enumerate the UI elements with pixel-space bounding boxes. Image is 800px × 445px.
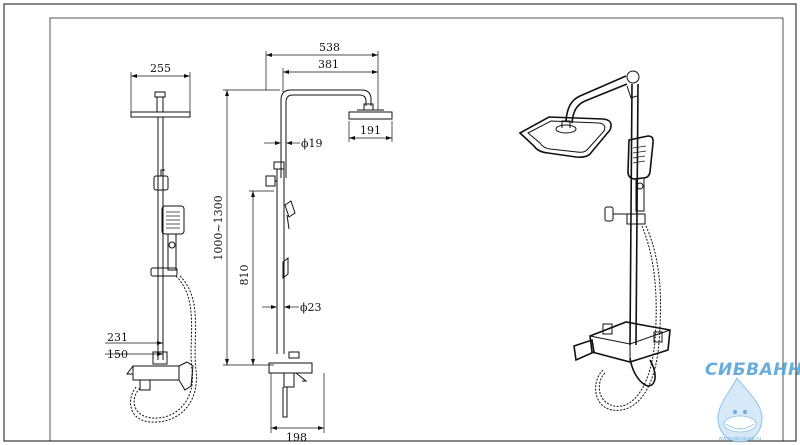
dim-head-depth: 191 [360,124,381,137]
dim-column-length: 810 [238,265,251,286]
perspective-view [518,70,671,411]
dim-height-range: 1000~1300 [212,195,225,260]
inner-frame [49,17,784,442]
dim-mixer-depth: 198 [286,431,307,444]
dim-mixer-width: 150 [107,348,128,361]
watermark-url: www.sibvanna.ru [719,436,762,442]
dim-total-reach: 538 [319,41,340,54]
front-view: 255 231 150 [105,62,197,423]
watermark-brand: СИБВАННА [705,360,800,380]
outer-frame [3,3,797,442]
dim-lower-pipe-diameter: ϕ23 [300,301,322,314]
dim-spout-width: 231 [107,331,128,344]
dim-head-width: 255 [150,62,171,75]
side-view: 538 381 191 ϕ19 [212,41,393,444]
sibvanna-watermark: СИБВАННА www.sibvanna.ru [705,360,800,443]
dim-arm-reach: 381 [318,58,339,71]
dim-upper-pipe-diameter: ϕ19 [301,137,323,150]
